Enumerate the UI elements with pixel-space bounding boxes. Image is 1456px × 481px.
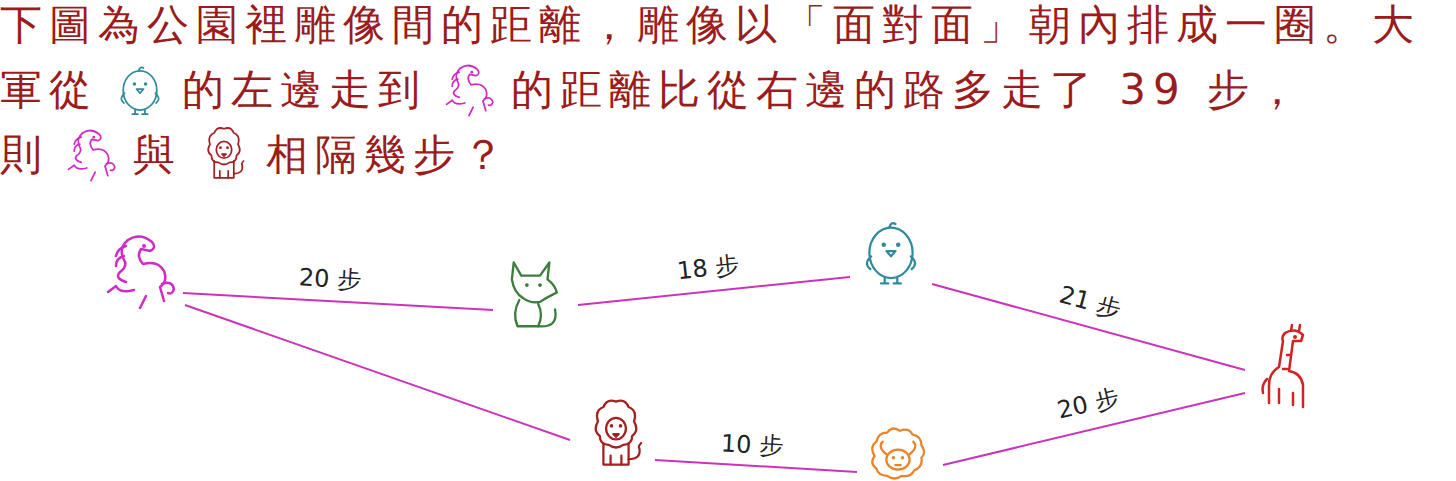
path-line — [655, 460, 857, 472]
distance-label: 21 步 — [1053, 280, 1126, 325]
horse-statue — [108, 236, 174, 308]
question-segment: 的距離比從右邊的路多走了 39 步， — [511, 65, 1305, 114]
fox-statue — [512, 263, 557, 327]
horse-icon — [63, 126, 119, 182]
bird-icon — [112, 61, 168, 117]
lion-icon — [196, 126, 252, 182]
question-text: 下圖為公園裡雕像間的距離，雕像以「面對面」朝內排成一圈。大軍從的左邊走到的距離比… — [0, 0, 1456, 187]
horse-icon — [447, 65, 493, 115]
question-chunk: 相隔幾步？ — [266, 130, 511, 179]
path-line — [185, 305, 570, 440]
lion-statue — [596, 401, 642, 465]
question-segment: 則 — [0, 130, 49, 179]
question-chunk: 的距離比從右邊的路多走了 39 步， — [511, 65, 1305, 114]
question-chunk: 則 — [0, 130, 133, 179]
question-segment: 與 — [133, 130, 182, 179]
distance-label: 10 步 — [717, 429, 787, 461]
lion-icon — [208, 128, 243, 178]
distance-label: 18 步 — [673, 251, 744, 286]
giraffe-statue — [1263, 325, 1304, 407]
distance-label: 20 步 — [1052, 383, 1125, 426]
distance-label: 20 步 — [295, 263, 365, 295]
question-segment: 相隔幾步？ — [266, 130, 511, 179]
question-segment: 的左邊走到 — [182, 65, 427, 114]
path-lines — [183, 277, 1245, 472]
question-chunk: 的左邊走到 — [182, 65, 511, 114]
sheep-statue — [872, 428, 924, 481]
bird-icon — [121, 67, 158, 114]
horse-icon — [441, 61, 497, 117]
path-line — [183, 293, 493, 310]
horse-icon — [69, 130, 115, 180]
question-chunk: 與 — [133, 130, 266, 179]
bird-statue — [867, 223, 915, 283]
